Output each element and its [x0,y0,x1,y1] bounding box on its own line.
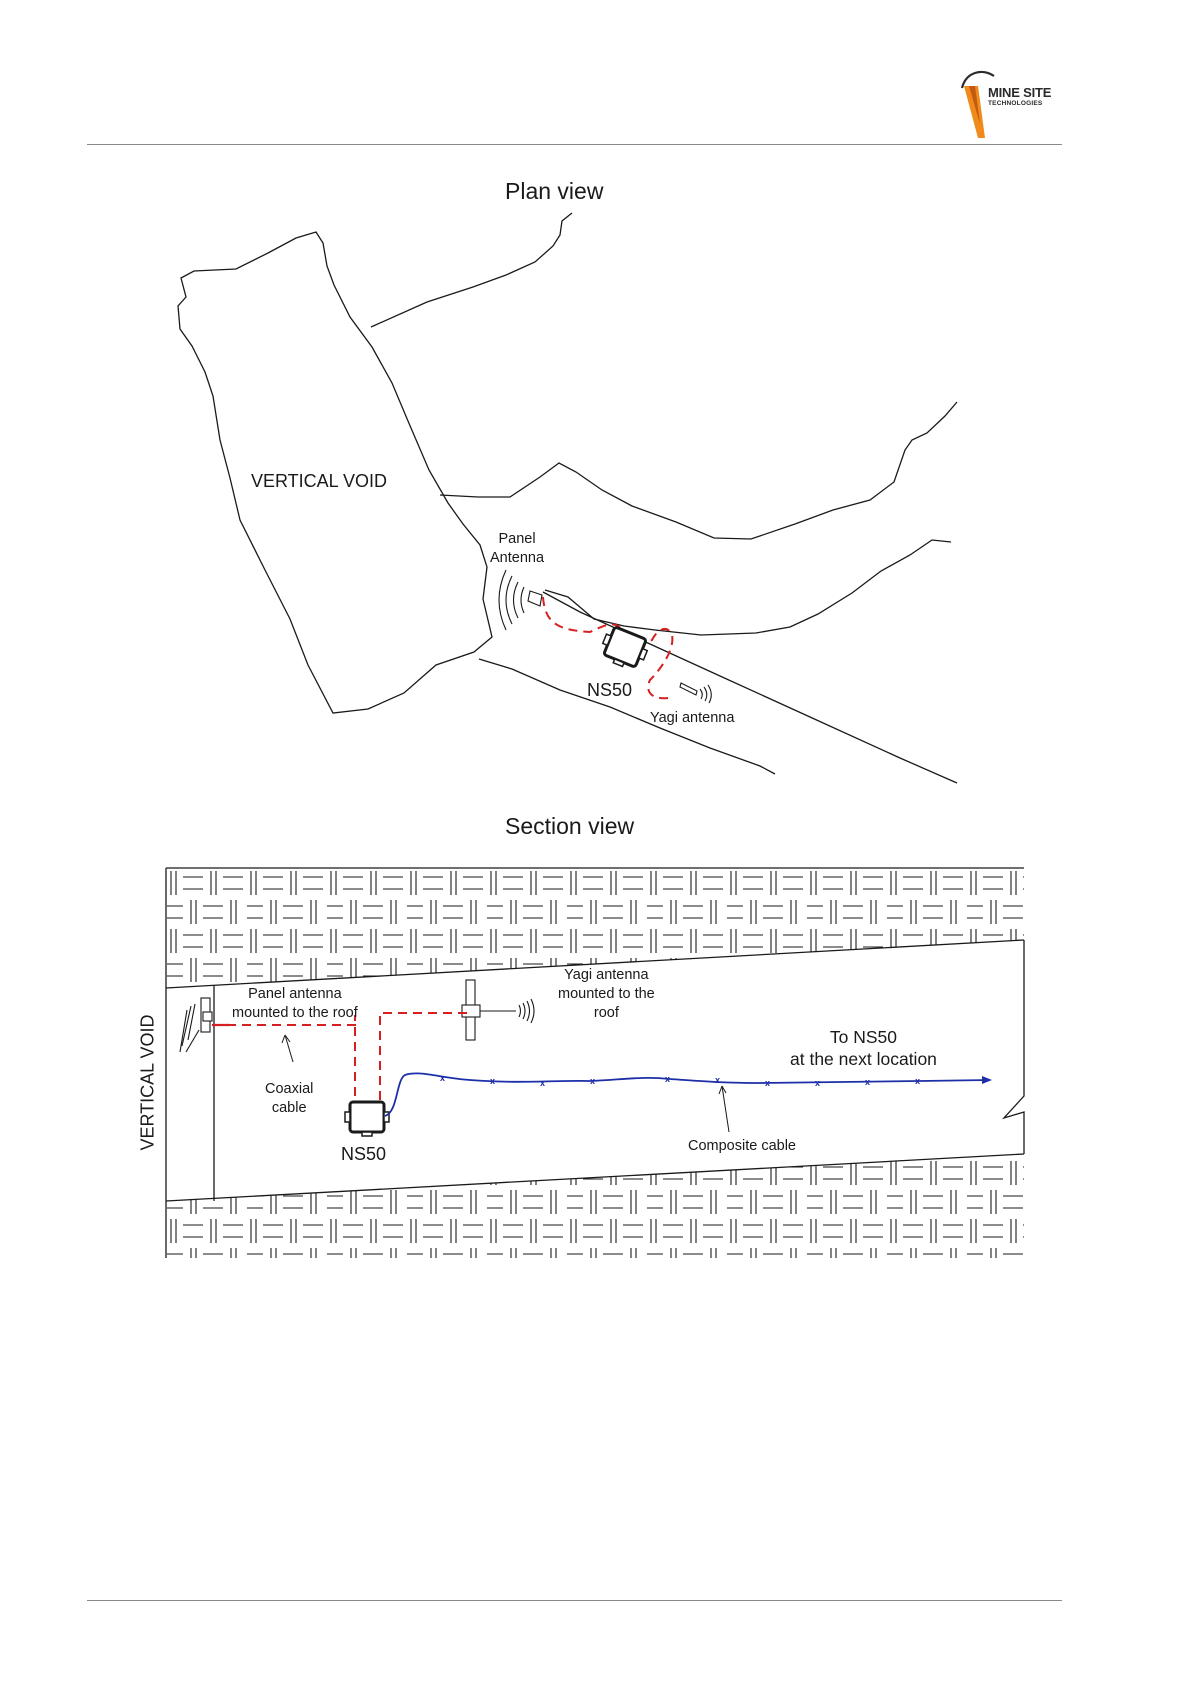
svg-text:x: x [865,1077,870,1087]
break-line [1004,940,1024,1154]
section-vertical-void-label: VERTICAL VOID [138,1014,159,1150]
yagi-antenna-section-icon [462,980,534,1040]
coax-leader [285,1035,293,1062]
svg-text:x: x [765,1078,770,1088]
composite-cable-arrow [982,1076,992,1084]
to-ns50-label: To NS50 at the next location [790,1026,937,1070]
section-yagi-antenna-label: Yagi antenna mounted to the roof [558,966,655,1023]
section-panel-antenna-label: Panel antenna mounted to the roof [232,985,358,1023]
section-ns50-label: NS50 [341,1144,386,1165]
panel-antenna-section-icon [180,998,212,1052]
svg-text:x: x [815,1078,820,1088]
svg-text:x: x [715,1075,720,1085]
composite-cable-label: Composite cable [688,1137,796,1156]
ns50-section-icon [345,1102,389,1136]
svg-text:x: x [665,1074,670,1084]
floor-rock [166,1154,1024,1258]
svg-text:x: x [490,1076,495,1086]
composite-cable [385,1073,990,1116]
svg-text:x: x [540,1078,545,1088]
coax-cable-section [212,1013,470,1110]
coaxial-cable-label: Coaxial cable [265,1080,313,1118]
svg-text:x: x [440,1073,445,1083]
svg-text:x: x [590,1076,595,1086]
svg-text:x: x [915,1076,920,1086]
